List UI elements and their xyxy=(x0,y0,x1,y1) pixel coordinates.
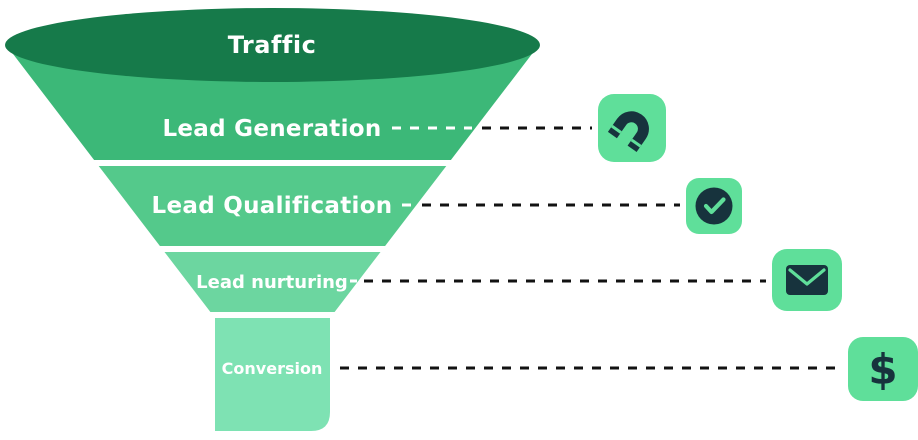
funnel-stage-lead-generation xyxy=(10,50,535,160)
dollar-icon: $ xyxy=(868,345,897,394)
funnel-stage-lead-nurturing xyxy=(164,252,381,312)
stage-label-lead-qualification: Lead Qualification xyxy=(152,193,393,219)
dollar-icon-tile xyxy=(848,337,918,401)
stage-label-traffic: Traffic xyxy=(228,31,317,59)
magnet-icon xyxy=(607,111,649,152)
funnel-stage-conversion xyxy=(215,318,330,431)
check-icon xyxy=(695,187,733,225)
stage-label-lead-generation: Lead Generation xyxy=(162,116,381,142)
stage-label-lead-nurturing: Lead nurturing xyxy=(196,272,348,293)
magnet-icon-tile xyxy=(598,94,666,162)
envelope-icon xyxy=(786,265,828,295)
funnel-stage-traffic xyxy=(5,8,540,82)
stage-label-conversion: Conversion xyxy=(222,359,323,378)
funnel-stage-lead-qualification xyxy=(98,166,447,246)
